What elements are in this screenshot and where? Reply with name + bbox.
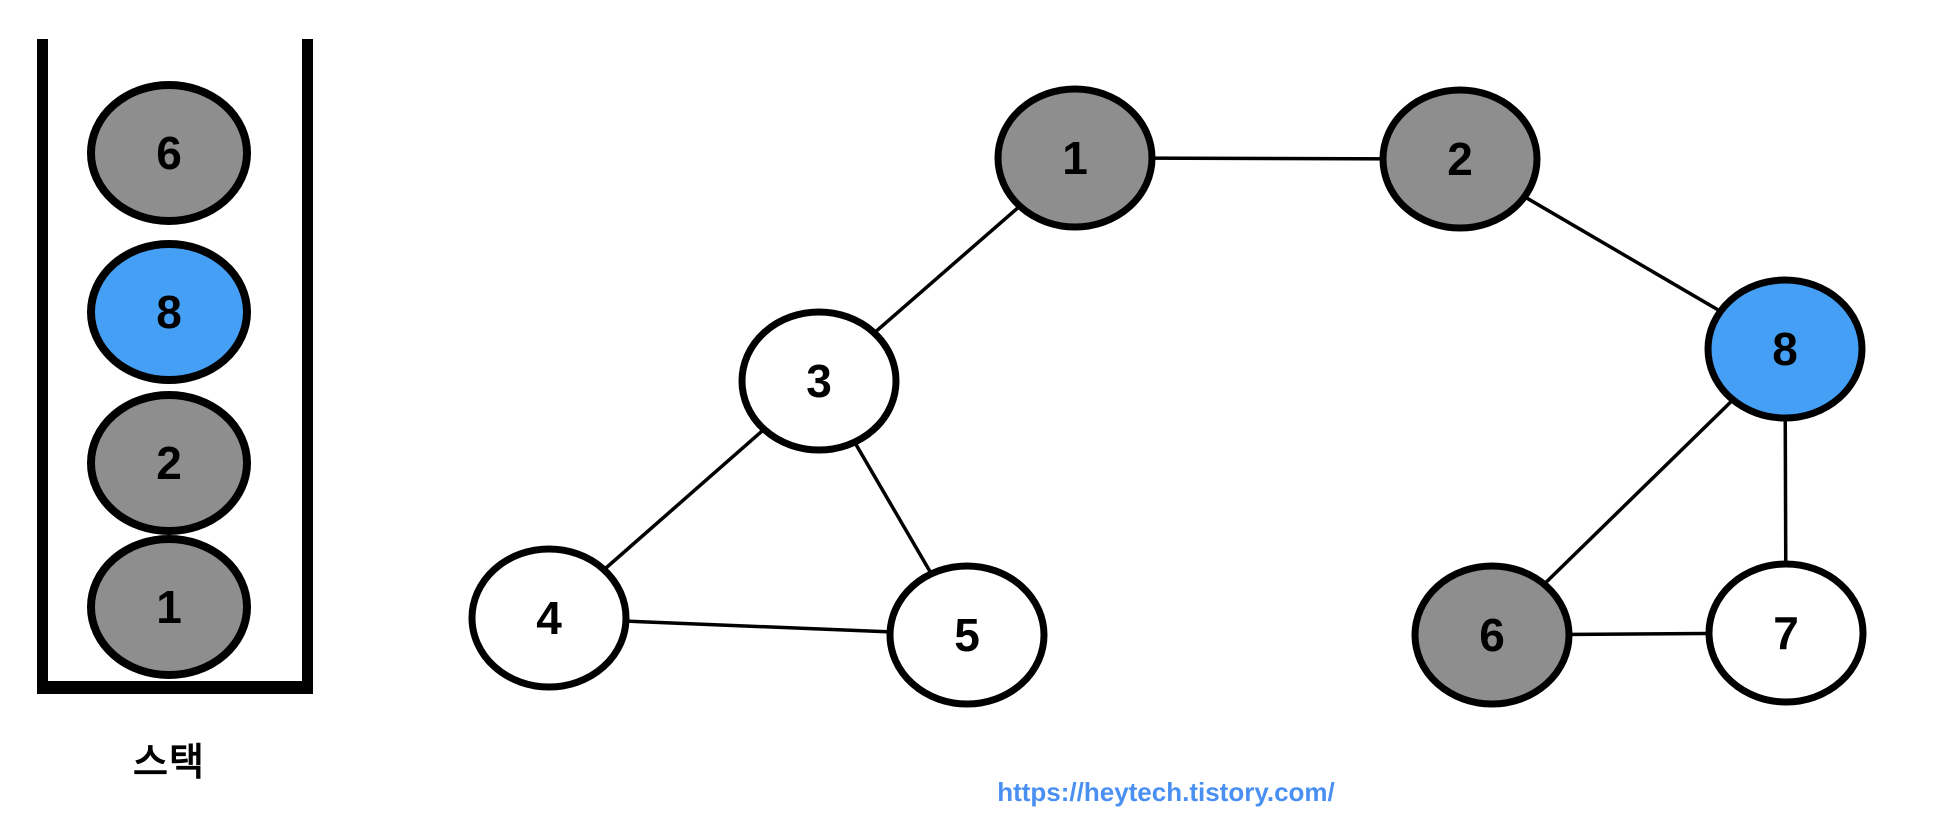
stack-item-label: 1 <box>156 581 182 633</box>
graph-node-circle <box>1704 276 1866 422</box>
graph-node-1: 1 <box>994 85 1156 231</box>
graph-node-label: 4 <box>536 592 562 644</box>
stack-item-6: 6 <box>87 81 251 225</box>
graph-node-6: 6 <box>1411 562 1573 708</box>
graph-nodes: 1 2 3 4 5 6 7 8 <box>468 85 1867 708</box>
stack-item-label: 8 <box>156 286 182 338</box>
graph-node-label: 6 <box>1479 609 1505 661</box>
stack-item-2: 2 <box>87 391 251 535</box>
stack-item-circle <box>87 81 251 225</box>
graph-node-circle <box>1705 560 1867 706</box>
stack-wall-left <box>37 39 48 694</box>
stack-item-circle <box>87 535 251 679</box>
stack-wall-right <box>302 39 313 694</box>
graph-node-7: 7 <box>1705 560 1867 706</box>
graph-node-label: 1 <box>1062 132 1088 184</box>
graph-node-circle <box>738 308 900 454</box>
stack-caption: 스택 <box>133 742 205 784</box>
graph-node-4: 4 <box>468 545 630 691</box>
stack-base <box>37 681 313 694</box>
stack-item-label: 2 <box>156 437 182 489</box>
stack-item-circle <box>87 240 251 384</box>
stack-item-8: 8 <box>87 240 251 384</box>
footer-url: https://heytech.tistory.com/ <box>997 777 1335 807</box>
stack-container: 6 8 2 1 <box>37 39 313 694</box>
stack-item-label: 6 <box>156 127 182 179</box>
graph-node-label: 2 <box>1447 133 1473 185</box>
graph-node-label: 5 <box>954 609 980 661</box>
stack-item-circle <box>87 391 251 535</box>
graph-node-circle <box>994 85 1156 231</box>
graph-node-label: 3 <box>806 355 832 407</box>
stack-item-1: 1 <box>87 535 251 679</box>
graph-node-circle <box>1411 562 1573 708</box>
graph-node-8: 8 <box>1704 276 1866 422</box>
graph-node-label: 8 <box>1772 323 1798 375</box>
graph-node-circle <box>886 562 1048 708</box>
graph-node-circle <box>1379 86 1541 232</box>
graph-node-2: 2 <box>1379 86 1541 232</box>
graph-node-label: 7 <box>1773 607 1799 659</box>
graph-node-3: 3 <box>738 308 900 454</box>
graph-edges <box>547 156 1788 637</box>
graph-node-circle <box>468 545 630 691</box>
graph-node-5: 5 <box>886 562 1048 708</box>
